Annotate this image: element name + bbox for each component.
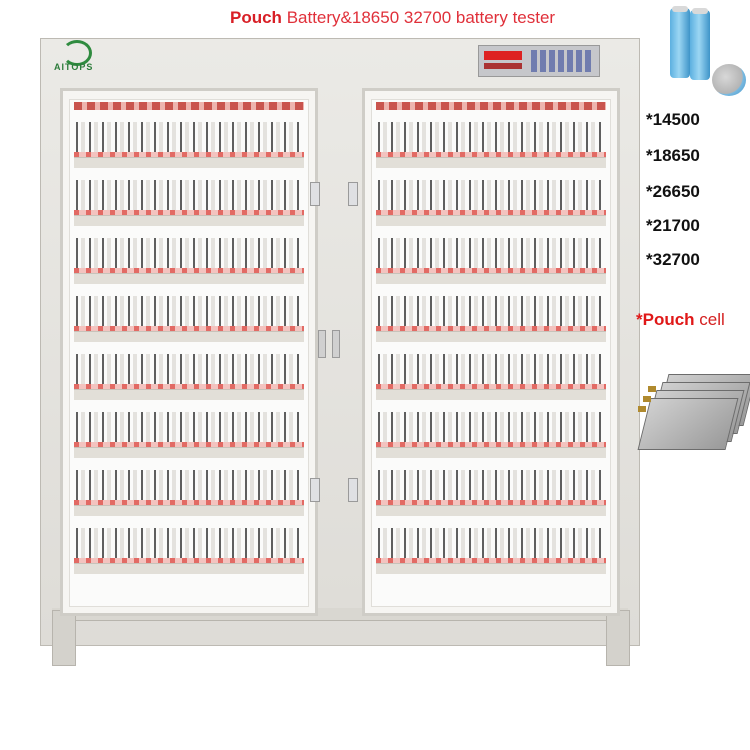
channel-rack-left bbox=[69, 99, 309, 607]
battery-cell-end-icon bbox=[712, 64, 746, 96]
door-latch-icon bbox=[318, 330, 326, 358]
title-bold: Pouch bbox=[230, 8, 282, 27]
channel-row bbox=[74, 346, 304, 400]
door-handle-icon bbox=[310, 182, 320, 206]
channel-row bbox=[376, 114, 606, 168]
aitops-logo: AITOPS bbox=[54, 40, 104, 74]
model-label: *26650 bbox=[646, 182, 700, 201]
product-title: Pouch Battery&18650 32700 battery tester bbox=[230, 8, 650, 28]
channel-row bbox=[74, 288, 304, 342]
door-handle-icon bbox=[348, 182, 358, 206]
pouch-label-rest: cell bbox=[694, 310, 725, 329]
title-rest: Battery&18650 32700 battery tester bbox=[286, 8, 556, 27]
door-handle-icon bbox=[310, 478, 320, 502]
control-display-panel bbox=[478, 45, 600, 77]
battery-cell-icon bbox=[670, 6, 690, 78]
pouch-cell-stack-icon bbox=[637, 370, 750, 450]
display-readout bbox=[484, 51, 522, 60]
channel-row bbox=[376, 346, 606, 400]
door-handle-icon bbox=[348, 478, 358, 502]
keypad-icon bbox=[531, 50, 593, 72]
model-label: *14500 bbox=[646, 110, 700, 129]
cabinet-door-left bbox=[60, 88, 318, 616]
model-label: *21700 bbox=[646, 216, 700, 235]
battery-cell-icon bbox=[690, 8, 710, 80]
channel-row bbox=[376, 404, 606, 458]
cabinet-leg-right bbox=[606, 610, 630, 666]
cabinet-door-right bbox=[362, 88, 620, 616]
display-readout-lower bbox=[484, 63, 522, 69]
indicator-row-top bbox=[376, 102, 606, 110]
logo-ring-icon bbox=[62, 40, 92, 66]
pouch-tab-icon bbox=[643, 396, 651, 402]
channel-row bbox=[74, 404, 304, 458]
indicator-row-top bbox=[74, 102, 304, 110]
channel-row bbox=[74, 230, 304, 284]
channel-row bbox=[376, 288, 606, 342]
cabinet-leg-left bbox=[52, 610, 76, 666]
pouch-cell-icon bbox=[637, 398, 739, 450]
model-label: *18650 bbox=[646, 146, 700, 165]
channel-row bbox=[376, 462, 606, 516]
channel-row bbox=[376, 172, 606, 226]
channel-row bbox=[74, 462, 304, 516]
channel-rack-right bbox=[371, 99, 611, 607]
channel-row bbox=[376, 230, 606, 284]
pouch-label-bold: *Pouch bbox=[636, 310, 695, 329]
channel-row bbox=[74, 520, 304, 574]
pouch-cell-label: *Pouch cell bbox=[636, 310, 725, 330]
channel-row bbox=[74, 172, 304, 226]
pouch-tab-icon bbox=[648, 386, 656, 392]
pouch-tab-icon bbox=[638, 406, 646, 412]
channel-row bbox=[376, 520, 606, 574]
model-label: *32700 bbox=[646, 250, 700, 269]
logo-text: AITOPS bbox=[54, 62, 94, 72]
cylindrical-battery-icon bbox=[668, 6, 748, 96]
channel-row bbox=[74, 114, 304, 168]
door-latch-icon bbox=[332, 330, 340, 358]
